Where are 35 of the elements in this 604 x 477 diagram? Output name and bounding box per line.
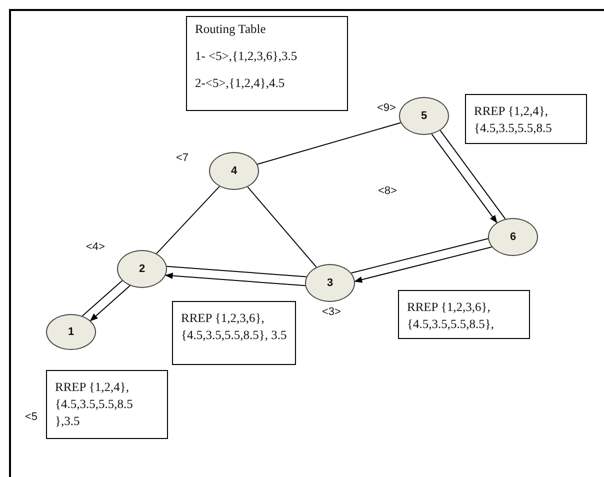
node-label: <7	[176, 152, 189, 165]
box-text: Routing Table	[195, 21, 267, 38]
box-text: RREP {1,2,3,6}, {4.5,3.5,5.5,8.5},	[407, 299, 495, 333]
node-label: <8>	[378, 185, 397, 198]
node-ellipse: 5	[399, 97, 449, 135]
box-text: RREP {1,2,3,6}, {4.5,3.5,5.5,8.5}, 3.5	[181, 310, 287, 344]
node-label: <5	[25, 411, 38, 424]
box-text: 2-<5>,{1,2,4},4.5	[195, 75, 286, 92]
box-text: RREP {1,2,4}, {4.5,3.5,5.5,8.5	[474, 103, 553, 137]
box-text: RREP {1,2,4}, {4.5,3.5,5.5,8.5 },3.5	[55, 379, 134, 430]
arrow	[164, 272, 306, 286]
box-text: 1- <5>,{1,2,3,6},3.5	[195, 48, 298, 65]
connector-line	[440, 130, 506, 220]
node-ellipse: 6	[488, 218, 538, 256]
node-label: <9>	[377, 102, 396, 115]
message-box	[186, 16, 348, 111]
message-box	[172, 301, 296, 365]
message-box	[398, 290, 530, 339]
arrow	[354, 246, 492, 283]
message-box	[46, 370, 168, 439]
arrow	[431, 134, 498, 224]
connector-line	[82, 280, 123, 316]
connector-line	[247, 186, 317, 268]
node-label: <3>	[322, 306, 341, 319]
connector-line	[350, 238, 489, 274]
node-label: <4>	[86, 241, 105, 254]
node-ellipse: 3	[305, 264, 355, 302]
connector-line	[156, 186, 220, 254]
connector-line	[256, 122, 402, 165]
message-box	[465, 94, 587, 144]
node-ellipse: 1	[46, 314, 96, 350]
connector-line	[166, 266, 307, 278]
node-ellipse: 4	[209, 152, 259, 190]
arrow	[90, 285, 130, 322]
node-ellipse: 2	[117, 250, 167, 288]
